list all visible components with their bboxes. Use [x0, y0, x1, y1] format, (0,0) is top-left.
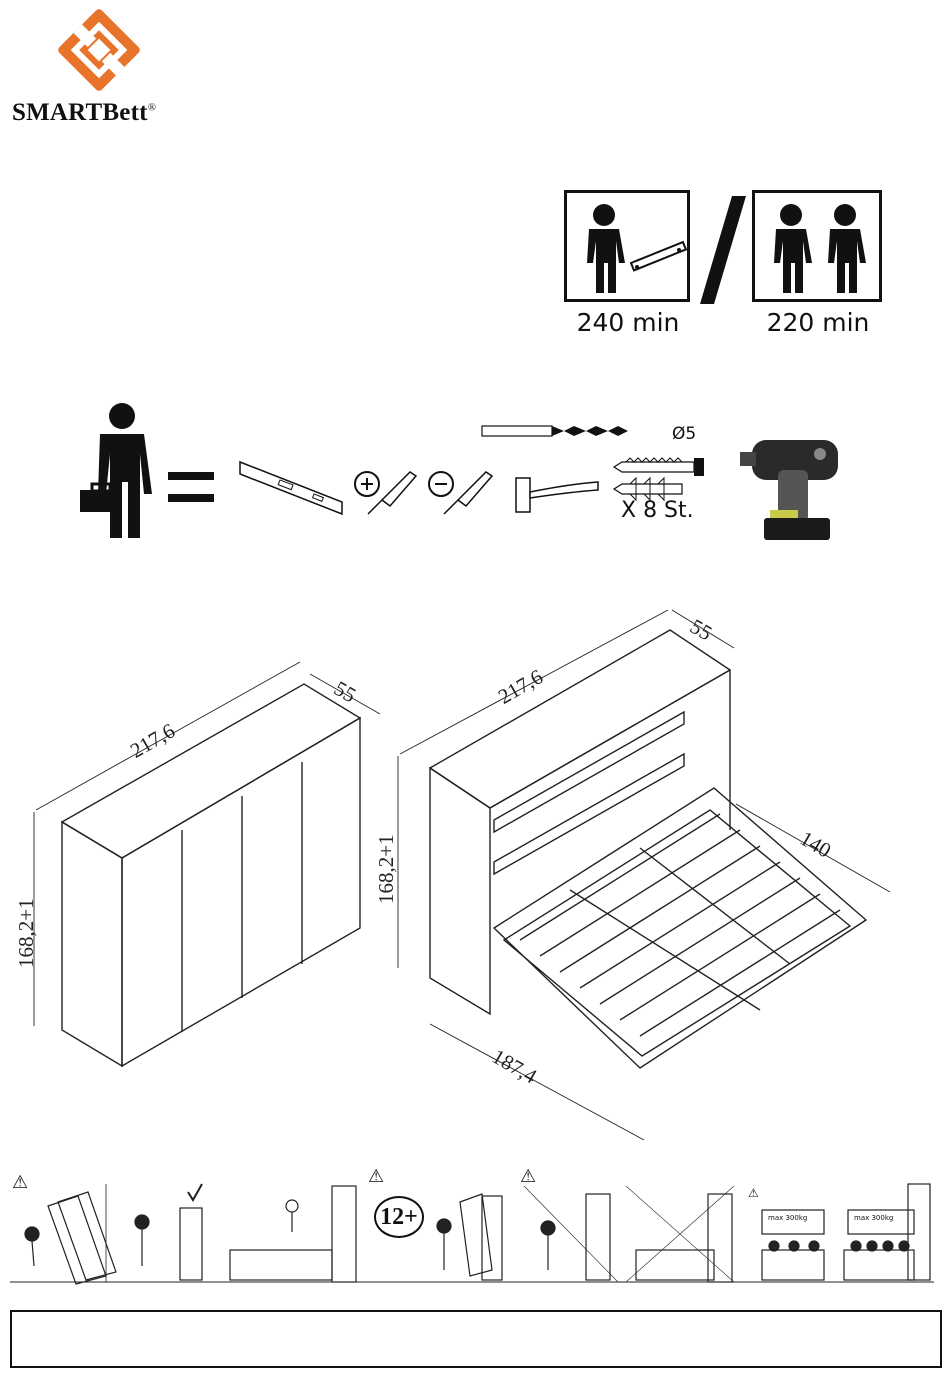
max-load-label-2: max 300kg — [854, 1214, 893, 1222]
brand-logo-mark — [54, 4, 144, 96]
notice-box — [10, 1310, 942, 1368]
worker-icon — [80, 403, 152, 538]
closed-cabinet-drawing — [34, 662, 380, 1066]
max-load-icon-2 — [844, 1184, 930, 1280]
brand-logo: SMARTBett® — [10, 4, 200, 130]
drill-bit-size: Ø5 — [672, 424, 696, 444]
flat-screwdriver-icon — [429, 472, 492, 514]
safety-warnings — [8, 1166, 938, 1286]
drill-bit-icon — [482, 426, 628, 436]
open-bed-drawing — [398, 610, 890, 1140]
spirit-level-icon — [240, 462, 342, 514]
two-person-panel — [752, 190, 882, 302]
warning-ok-icon — [135, 1184, 202, 1280]
closed-height-label: 168,2+1 — [14, 898, 39, 968]
max-load-label-1: max 300kg — [768, 1214, 807, 1222]
open-height-label: 168,2+1 — [374, 834, 399, 904]
age-limit-badge: 12+ — [374, 1196, 424, 1238]
dimension-drawings — [0, 600, 950, 1150]
two-persons-time: 220 min — [748, 308, 888, 337]
hammer-icon — [516, 478, 598, 512]
two-persons-icon — [755, 193, 879, 299]
warning-no-under-bed-icon — [626, 1186, 734, 1282]
brand-name-text: SMARTBett — [12, 99, 148, 126]
warning-tipping-icon — [25, 1192, 116, 1284]
phillips-screwdriver-icon — [355, 472, 416, 514]
warning-triangle-icon: ⚠ — [368, 1166, 384, 1187]
one-person-icon — [567, 193, 687, 299]
screw-and-plug-icon — [614, 458, 704, 500]
divider-slash — [696, 196, 750, 304]
required-tools — [70, 392, 870, 562]
warning-triangle-icon: ⚠ — [748, 1186, 759, 1200]
registered-mark: ® — [148, 102, 157, 114]
one-person-time: 240 min — [558, 308, 698, 337]
one-person-panel — [564, 190, 690, 302]
warning-adult-icon — [437, 1194, 502, 1280]
cordless-drill-icon — [740, 440, 838, 540]
warning-crush-icon — [524, 1186, 618, 1282]
equals-icon — [168, 472, 214, 480]
brand-name: SMARTBett® — [12, 99, 156, 127]
warning-triangle-icon: ⚠ — [520, 1166, 536, 1187]
warning-triangle-icon: ⚠ — [12, 1172, 28, 1193]
warning-no-child-icon — [230, 1186, 356, 1282]
screw-count: X 8 St. — [621, 498, 694, 523]
